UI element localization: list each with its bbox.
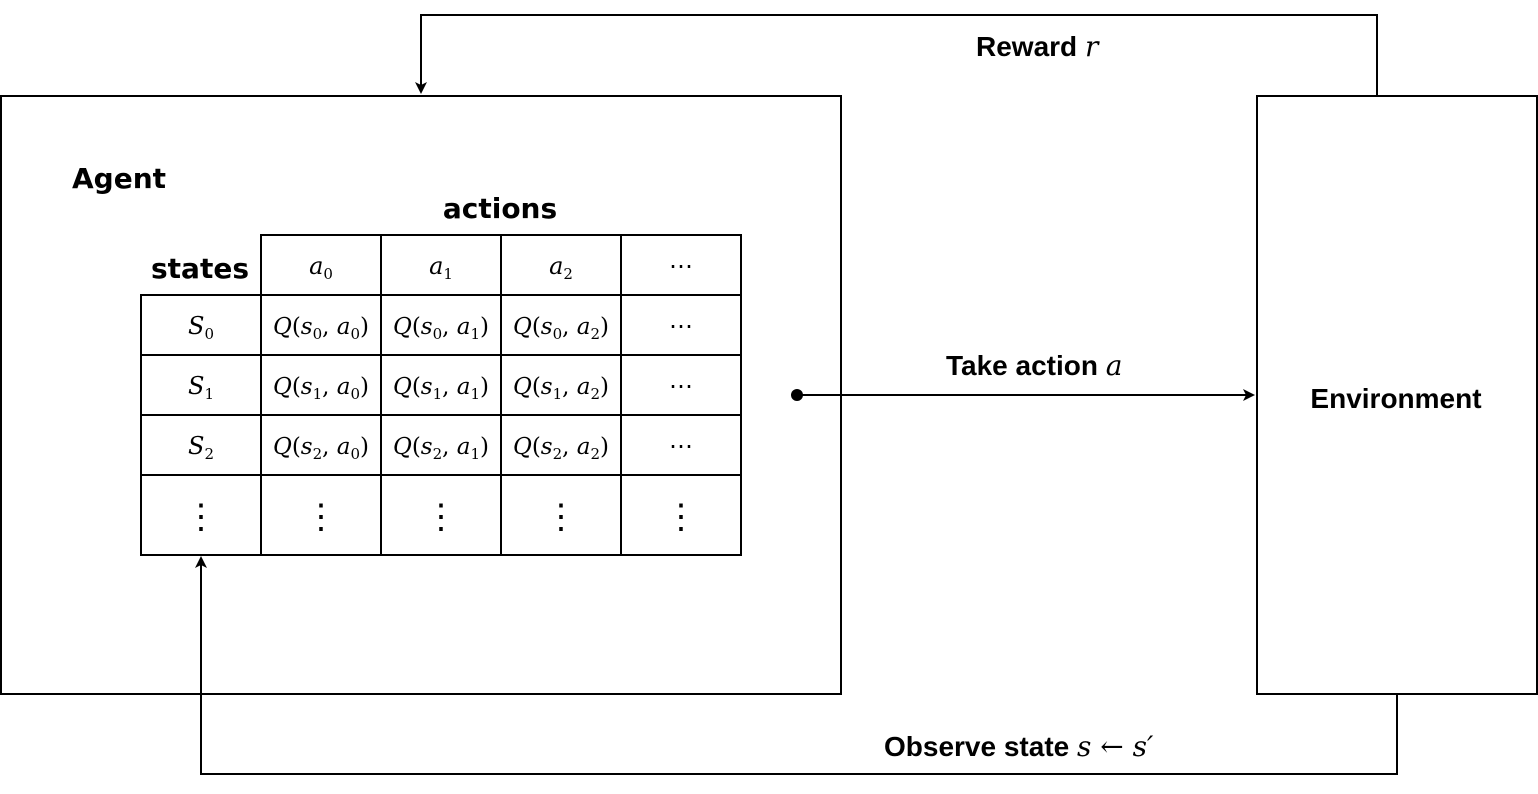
q-ellipsis: ⋮ [664, 497, 698, 537]
q-value: Q(s0, a1) [393, 314, 489, 343]
q-ellipsis: ⋮ [424, 497, 458, 537]
state-ellipsis: ⋮ [184, 497, 218, 537]
action-label: Take action a [946, 349, 1122, 382]
state-label: S1 [188, 372, 214, 403]
action-label: a0 [309, 252, 333, 283]
states-header: states [151, 252, 249, 285]
reward-edge [415, 14, 1378, 95]
action-label: a2 [549, 252, 573, 283]
state-label: S0 [188, 312, 214, 343]
environment-title: Environment [1310, 383, 1481, 414]
q-value: Q(s1, a0) [273, 374, 369, 403]
q-ellipsis: ⋮ [304, 497, 338, 537]
q-value: Q(s0, a0) [273, 314, 369, 343]
q-ellipsis: ⋮ [544, 497, 578, 537]
observe-edge [195, 556, 1398, 775]
action-ellipsis: ⋯ [669, 252, 693, 280]
action-label: a1 [429, 252, 453, 283]
environment-box [1256, 95, 1538, 695]
q-value: Q(s1, a2) [513, 374, 609, 403]
q-ellipsis: ⋯ [669, 372, 693, 400]
reward-label: Reward r [976, 30, 1100, 63]
q-value: Q(s1, a1) [393, 374, 489, 403]
q-value: Q(s2, a2) [513, 434, 609, 463]
actions-header: actions [443, 192, 557, 225]
observe-label: Observe state s ← s′ [884, 730, 1154, 763]
q-ellipsis: ⋯ [669, 312, 693, 340]
q-value: Q(s2, a1) [393, 434, 489, 463]
state-label: S2 [188, 432, 214, 463]
q-value: Q(s0, a2) [513, 314, 609, 343]
q-value: Q(s2, a0) [273, 434, 369, 463]
q-cell [620, 474, 742, 556]
agent-title: Agent [72, 162, 166, 195]
q-ellipsis: ⋯ [669, 432, 693, 460]
